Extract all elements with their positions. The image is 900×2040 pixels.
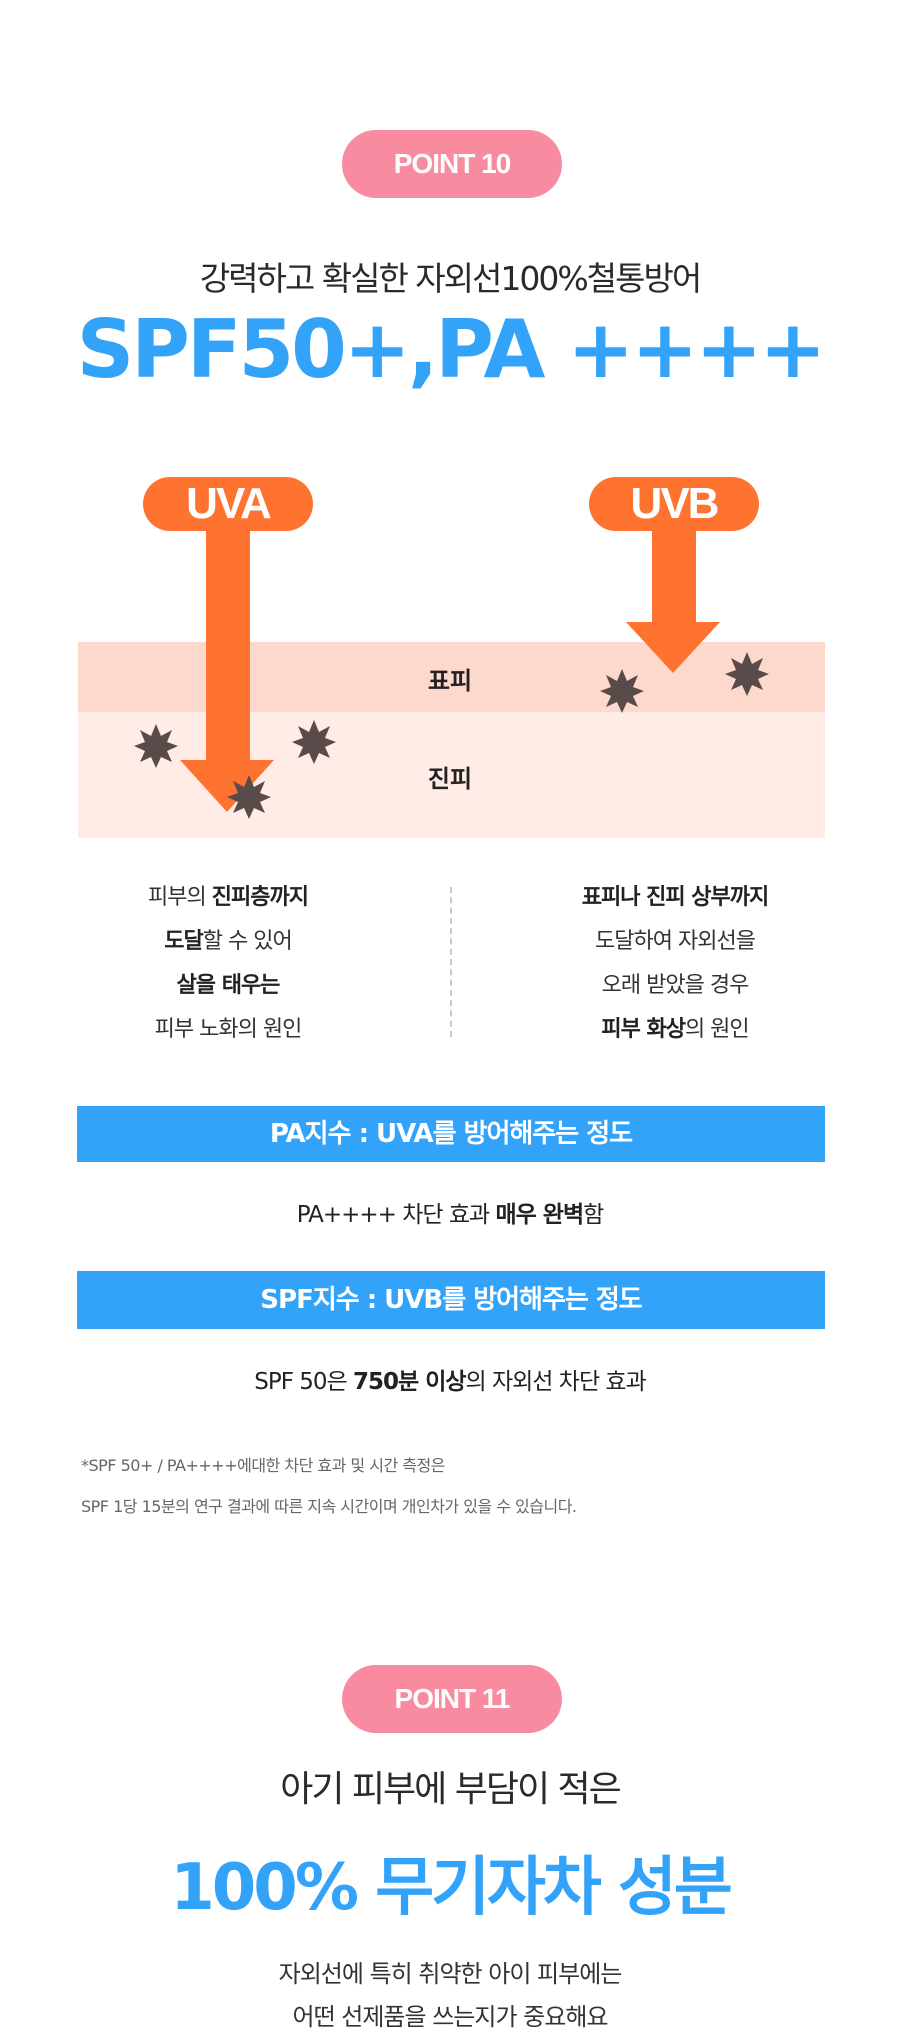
spf-description: SPF 50은 750분 이상의 자외선 차단 효과 <box>0 1362 900 1396</box>
uvb-label: UVB <box>589 477 759 531</box>
dermis-label: 진피 <box>427 765 473 793</box>
uvb-arrow-shaft <box>652 520 696 624</box>
emphasis: 진피층까지 <box>211 885 309 910</box>
uva-label: UVA <box>143 477 313 531</box>
damage-star-icon <box>134 724 178 768</box>
damage-star-icon <box>292 720 336 764</box>
pa-index-bar: PA지수 : UVA를 방어해주는 정도 <box>77 1106 825 1162</box>
point-11-line-2: 어떤 선제품을 쓰는지가 중요해요 <box>292 2003 608 2031</box>
emphasis: 도달 <box>164 929 203 954</box>
column-divider <box>450 887 452 1037</box>
text: SPF 50은 <box>254 1369 354 1395</box>
damage-star-icon <box>725 652 769 696</box>
point-10-subtitle: 강력하고 확실한 자외선100%철통방어 <box>199 259 702 298</box>
emphasis: 표피나 진피 상부까지 <box>581 885 769 910</box>
emphasis: 피부 화상 <box>601 1017 686 1042</box>
text: 함 <box>583 1202 604 1228</box>
pa-description: PA++++ 차단 효과 매우 완벽함 <box>0 1195 900 1229</box>
emphasis: 살을 태우는 <box>176 973 281 998</box>
epidermis-layer <box>78 642 825 712</box>
footnote-line-2: SPF 1당 15분의 연구 결과에 따른 지속 시간이며 개인차가 있을 수 … <box>81 1497 577 1516</box>
uvb-description: 표피나 진피 상부까지 도달하여 자외선을 오래 받았을 경우 피부 화상의 원… <box>485 876 865 1052</box>
point-11-line-1: 자외선에 특히 취약한 아이 피부에는 <box>278 1960 623 1988</box>
footnote-line-1: *SPF 50+ / PA++++에대한 차단 효과 및 시간 측정은 <box>81 1456 445 1475</box>
uva-description: 피부의 진피층까지 도달할 수 있어 살을 태우는 피부 노화의 원인 <box>38 876 418 1052</box>
damage-star-icon <box>600 669 644 713</box>
uva-arrow-head <box>180 760 274 812</box>
epidermis-label: 표피 <box>427 667 473 695</box>
point-11-headline: 100% 무기자차 성분 <box>170 1851 733 1925</box>
damage-star-icon <box>227 775 271 819</box>
emphasis: 매우 완벽 <box>495 1202 584 1228</box>
uvb-arrow-head <box>626 622 720 673</box>
text: 피부 노화의 원인 <box>154 1017 303 1042</box>
text: 의 자외선 차단 효과 <box>465 1369 647 1395</box>
text: 의 원인 <box>684 1017 750 1042</box>
text: 할 수 있어 <box>202 929 293 954</box>
point-11-subtitle: 아기 피부에 부담이 적은 <box>280 1769 622 1810</box>
point-10-headline: SPF50+,PA ++++ <box>76 303 827 396</box>
point-10-badge: POINT 10 <box>342 130 562 198</box>
point-11-badge: POINT 11 <box>342 1665 562 1733</box>
text: 피부의 <box>148 885 212 910</box>
uva-arrow-shaft <box>206 520 250 762</box>
text: 오래 받았을 경우 <box>601 973 750 998</box>
uv-arrows <box>180 520 720 812</box>
emphasis: 750분 이상 <box>353 1369 466 1395</box>
text: 도달하여 자외선을 <box>595 929 756 954</box>
spf-index-bar: SPF지수 : UVB를 방어해주는 정도 <box>77 1271 825 1329</box>
text: PA++++ 차단 효과 <box>296 1202 496 1228</box>
